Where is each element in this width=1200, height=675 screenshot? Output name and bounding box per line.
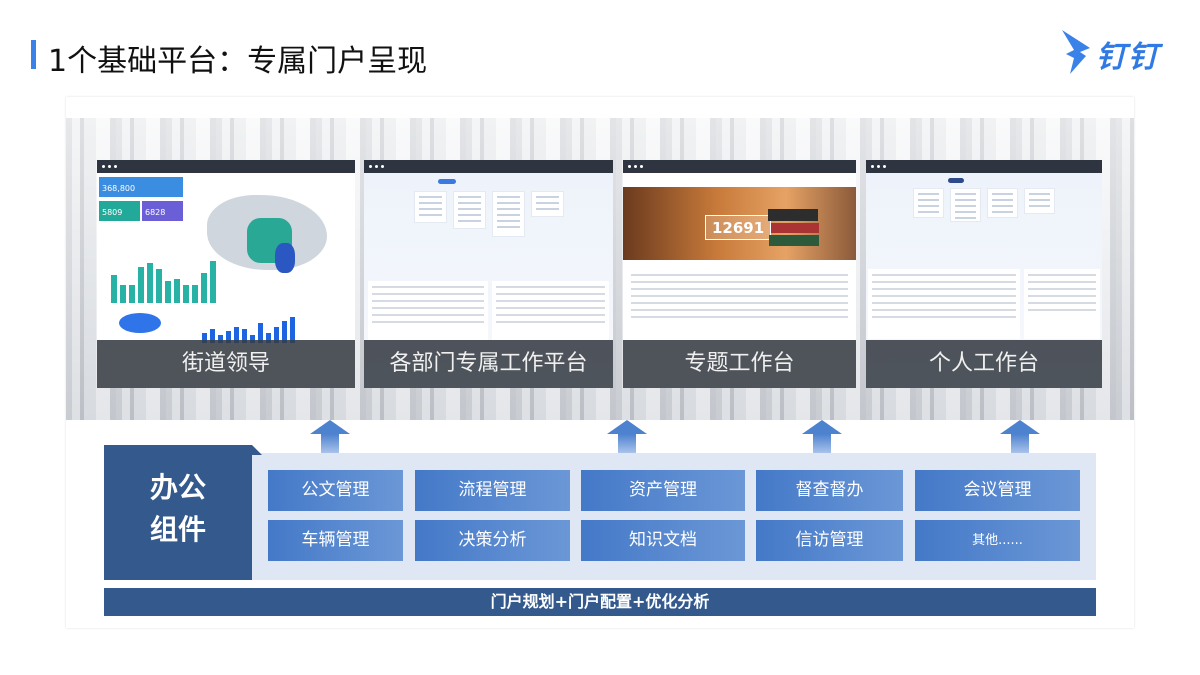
up-arrow-icon — [802, 420, 842, 453]
menu-card — [414, 191, 447, 223]
stat-value: 6828 — [145, 208, 166, 217]
banner-stat: 12691 — [705, 215, 772, 240]
slide-title: 1个基础平台：专属门户呈现 — [48, 44, 428, 79]
book-icon — [769, 235, 819, 246]
pie-chart-thumbnail — [119, 313, 161, 333]
components-heading: 办公组件 — [104, 445, 262, 580]
up-arrow-icon — [1000, 420, 1040, 453]
up-arrow-icon — [310, 420, 350, 453]
bar-chart-thumbnail — [111, 253, 216, 303]
menu-card — [492, 191, 525, 237]
menu-card — [913, 188, 944, 218]
list-thumbnail — [627, 269, 852, 339]
component-meetings[interactable]: 会议管理 — [915, 470, 1080, 511]
logo-text: 钉钉 — [1096, 40, 1160, 75]
stat-tile: 6828 — [142, 201, 183, 221]
stat-tile: 5809 — [99, 201, 140, 221]
map-region — [275, 243, 295, 273]
menu-card — [950, 188, 981, 222]
menu-card — [453, 191, 486, 229]
window-titlebar — [866, 160, 1102, 173]
menu-card — [987, 188, 1018, 218]
component-knowledge[interactable]: 知识文档 — [581, 520, 745, 561]
heading-line: 办公 — [150, 471, 207, 504]
portal-caption: 个人工作台 — [866, 340, 1102, 388]
component-other[interactable]: 其他...... — [915, 520, 1080, 561]
list-thumbnail — [368, 281, 488, 341]
portal-card-department[interactable]: 各部门专属工作平台 — [364, 160, 613, 388]
component-workflow[interactable]: 流程管理 — [415, 470, 570, 511]
component-document[interactable]: 公文管理 — [268, 470, 403, 511]
up-arrow-icon — [607, 420, 647, 453]
window-titlebar — [364, 160, 613, 173]
menu-card — [531, 191, 564, 217]
stat-value: 368,800 — [102, 184, 136, 193]
list-thumbnail — [492, 281, 609, 341]
portal-caption: 各部门专属工作平台 — [364, 340, 613, 388]
todo-list-thumbnail — [868, 269, 1020, 339]
calendar-thumbnail — [1024, 269, 1100, 339]
library-banner: 12691 — [623, 187, 856, 260]
tab-active — [948, 178, 964, 183]
title-accent-bar — [31, 40, 36, 69]
stat-tile: 368,800 — [99, 177, 183, 197]
portal-card-street-leader[interactable]: 368,800 5809 6828 街道领导 — [97, 160, 355, 388]
dingtalk-logo: 钉钉 — [1060, 28, 1172, 76]
component-supervision[interactable]: 督查督办 — [756, 470, 903, 511]
banner-number: 12691 — [712, 219, 765, 237]
book-icon — [771, 223, 819, 233]
portal-caption: 街道领导 — [97, 340, 355, 388]
heading-line: 组件 — [150, 513, 207, 546]
portal-card-topic[interactable]: 12691 专题工作台 — [623, 160, 856, 388]
menu-card — [1024, 188, 1055, 214]
component-petitions[interactable]: 信访管理 — [756, 520, 903, 561]
component-decision-analysis[interactable]: 决策分析 — [415, 520, 570, 561]
component-vehicles[interactable]: 车辆管理 — [268, 520, 403, 561]
window-titlebar — [97, 160, 355, 173]
footer-bar: 门户规划+门户配置+优化分析 — [104, 588, 1096, 616]
stat-value: 5809 — [102, 208, 123, 217]
book-icon — [768, 209, 818, 221]
dingtalk-wing-icon — [1062, 30, 1090, 74]
portal-card-personal[interactable]: 个人工作台 — [866, 160, 1102, 388]
tab-active — [438, 179, 456, 184]
component-assets[interactable]: 资产管理 — [581, 470, 745, 511]
portal-caption: 专题工作台 — [623, 340, 856, 388]
window-titlebar — [623, 160, 856, 173]
bar-chart-thumbnail — [202, 313, 295, 343]
